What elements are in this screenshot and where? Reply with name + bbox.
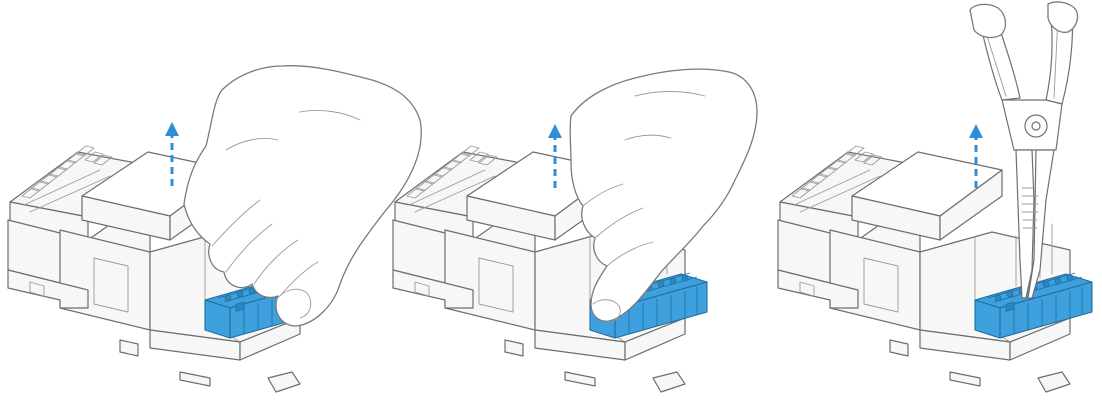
panel-2-hand-pinch xyxy=(393,69,757,392)
panel-1-hand-grip xyxy=(8,66,421,392)
panel-3-pliers xyxy=(778,2,1092,392)
